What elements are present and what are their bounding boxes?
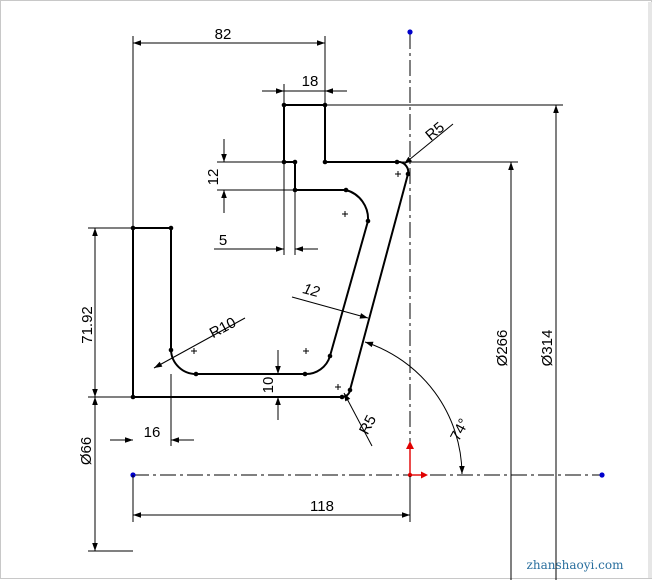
dim-text-71-92: 71.92 [79,306,96,344]
axis-endpoint-top[interactable] [407,29,413,35]
dim-text-diameter-314: Ø314 [539,330,556,367]
vertex [302,371,308,377]
vertex [365,218,371,224]
dimension-82[interactable] [132,36,326,228]
dim-text-diameter-66: Ø66 [78,437,95,465]
vertex [347,387,353,393]
dim-text-12-vertical: 12 [205,169,222,186]
dimension-diameter-66[interactable] [88,397,133,552]
arc-center-mark [335,384,341,390]
sketch-vertices [130,102,411,400]
arc-center-mark [191,348,197,354]
dim-text-16: 16 [144,424,161,441]
origin-icon [406,441,428,479]
dimension-diameter-266[interactable] [397,161,518,580]
dimension-12-slant[interactable] [291,296,369,319]
vertex [343,187,349,193]
dimension-5[interactable] [214,162,318,255]
dim-text-18: 18 [302,73,319,90]
vertex [339,394,345,400]
dim-text-R5-bottom: R5 [356,412,380,437]
dimension-diameter-314[interactable] [325,104,563,580]
vertex [322,159,328,165]
watermark-text: zhanshaoyi.com [527,558,625,572]
dim-text-R10: R10 [207,314,239,342]
dimension-118[interactable] [132,475,411,522]
dimension-16[interactable] [110,374,194,446]
sketch-profile[interactable] [132,104,410,399]
arc-center-mark [303,348,309,354]
dimension-angle-74[interactable] [364,341,465,475]
vertex [168,347,174,353]
dim-text-118: 118 [310,498,334,515]
vertex [168,225,174,231]
dim-text-82: 82 [215,26,232,43]
vertex [193,371,199,377]
axis-endpoint-right[interactable] [599,472,605,478]
dim-text-10: 10 [260,377,277,394]
dimension-12-vertical[interactable] [217,139,295,213]
dimension-R10[interactable] [153,317,246,369]
vertex [292,159,298,165]
vertex [327,353,333,359]
arc-center-mark [395,171,401,177]
dim-text-12-slant: 12 [301,280,322,301]
dimension-18[interactable] [262,84,347,105]
arc-center-mark [342,211,348,217]
dim-text-5: 5 [219,232,227,249]
dimension-R5-top[interactable] [403,123,454,165]
dim-text-diameter-266: Ø266 [494,330,511,367]
vertex [405,171,411,177]
arc-centers [191,171,401,390]
dim-text-R5-top: R5 [422,119,448,144]
